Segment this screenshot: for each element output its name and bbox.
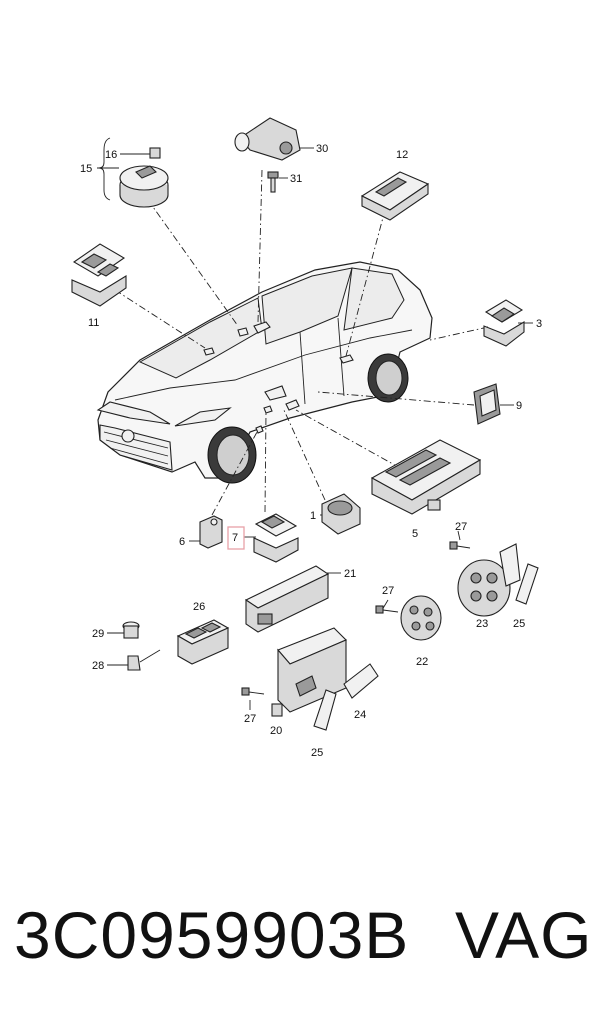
callout-28: 28	[92, 660, 104, 672]
part-21-switch-panel	[244, 565, 330, 633]
callout-7: 7	[232, 532, 238, 544]
leader-lines	[97, 137, 533, 710]
part-number: 3C0959903B	[14, 898, 410, 972]
part-9-switch	[473, 383, 501, 425]
callout-22: 22	[416, 656, 428, 668]
part-30-actuator	[234, 117, 301, 161]
callout-27-left: 27	[244, 713, 256, 725]
part-27-screw-middle	[375, 605, 399, 614]
part-27-screw-left	[241, 687, 265, 696]
callout-27-middle: 27	[382, 585, 394, 597]
parts-exploded-diagram: 16 15 30 31 12 11 3 9 1 5 6 7 27 21 27 2…	[71, 117, 542, 759]
callout-21: 21	[344, 568, 356, 580]
callout-25-left: 25	[311, 747, 323, 759]
part-12-window-switch	[360, 171, 430, 221]
part-15-rotary-light-switch	[119, 147, 169, 208]
car-body	[96, 261, 433, 484]
part-29-socket	[122, 621, 140, 639]
callout-30: 30	[316, 143, 328, 155]
brand-label: VAG	[455, 898, 593, 972]
callout-25-right: 25	[513, 618, 525, 630]
callout-9: 9	[516, 400, 522, 412]
callout-24: 24	[354, 709, 366, 721]
callout-6: 6	[179, 536, 185, 548]
part-7-highlight-box	[227, 526, 245, 550]
part-20-seat-switch-module	[271, 627, 347, 717]
part-27-screw-right	[449, 541, 471, 550]
callout-23: 23	[476, 618, 488, 630]
callout-20: 20	[270, 725, 282, 737]
part-28-connector	[127, 649, 161, 671]
part-3-window-switch	[483, 299, 525, 347]
part-5-master-window-switch	[370, 439, 482, 515]
callout-1: 1	[310, 510, 316, 522]
callout-15: 15	[80, 163, 92, 175]
callout-26: 26	[193, 601, 205, 613]
callout-3: 3	[536, 318, 542, 330]
part-6-switch	[199, 515, 223, 549]
callout-16: 16	[105, 149, 117, 161]
callout-5: 5	[412, 528, 418, 540]
part-26-switch	[176, 619, 230, 665]
callout-27-right: 27	[455, 521, 467, 533]
callout-labels: 16 15 30 31 12 11 3 9 1 5 6 7 27 21 27 2…	[80, 143, 542, 759]
part-31-screw	[267, 171, 279, 193]
part-1-mirror-switch	[321, 493, 361, 535]
part-25-knob-right	[515, 563, 539, 605]
callout-29: 29	[92, 628, 104, 640]
part-25-knob-left	[313, 689, 337, 731]
callout-11: 11	[88, 317, 99, 329]
footer: 3C0959903B VAG	[0, 885, 600, 995]
part-7-window-switch	[227, 513, 299, 563]
callout-12: 12	[396, 149, 408, 161]
part-11-window-switch	[71, 243, 127, 307]
part-22-seat-switch	[400, 595, 442, 641]
part-24-knob	[343, 663, 379, 699]
part-23-seat-switch	[457, 543, 521, 617]
callout-31: 31	[290, 173, 302, 185]
